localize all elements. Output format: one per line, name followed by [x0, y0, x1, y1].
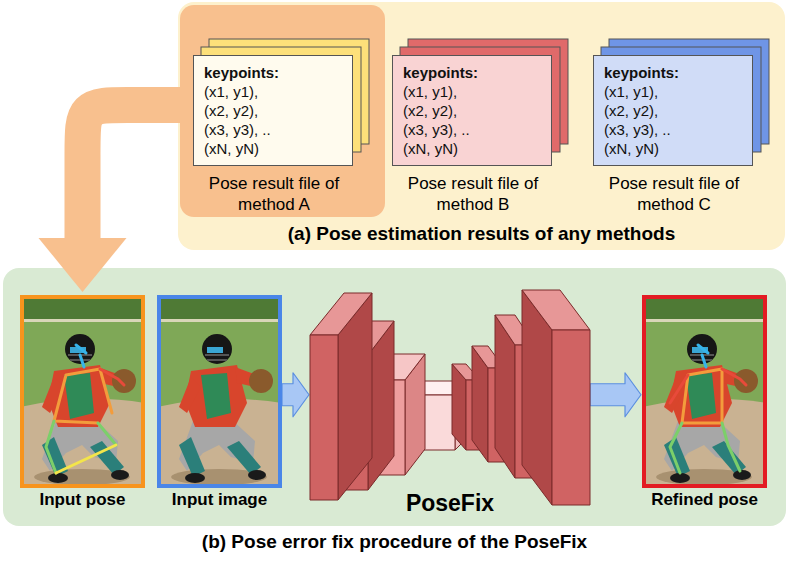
- keypoint-line: (x3, y3), ..: [403, 120, 541, 139]
- pose-skeleton: [670, 345, 746, 473]
- keypoint-line: (x3, y3), ..: [604, 120, 742, 139]
- block-arrow: [282, 373, 309, 417]
- input-image-photo: [157, 295, 282, 488]
- pose-skeleton: [46, 345, 124, 473]
- image-label: Input pose: [12, 490, 153, 510]
- keypoint-line: (x1, y1),: [604, 82, 742, 101]
- keypoints-heading: keypoints:: [204, 63, 342, 82]
- file-caption: Pose result file of method A: [179, 173, 369, 215]
- arrow-body: [83, 105, 194, 242]
- skeleton-leg: [670, 423, 740, 473]
- image-label: Refined pose: [634, 490, 775, 510]
- flow-arrow: [39, 105, 194, 292]
- block-arrow: [590, 373, 641, 417]
- keypoint-line: (x2, y2),: [403, 101, 541, 120]
- keypoint-line: (x2, y2),: [604, 101, 742, 120]
- image-frame: Input image: [157, 295, 282, 488]
- skeleton-leg: [56, 445, 116, 473]
- pose-file-card: keypoints:(x1, y1),(x2, y2),(x3, y3), ..…: [193, 55, 353, 166]
- keypoints-heading: keypoints:: [604, 63, 742, 82]
- skeleton-head: [76, 345, 86, 367]
- keypoint-line: (x1, y1),: [403, 82, 541, 101]
- refined-pose-photo: [642, 295, 767, 488]
- keypoint-line: (xN, yN): [403, 139, 541, 158]
- arrow-head: [39, 238, 127, 292]
- selection-highlight: [180, 5, 385, 217]
- keypoints-heading: keypoints:: [403, 63, 541, 82]
- keypoint-line: (x2, y2),: [204, 101, 342, 120]
- keypoint-line: (x3, y3), ..: [204, 120, 342, 139]
- image-frame: Input pose: [20, 295, 145, 488]
- layer-block: [310, 293, 372, 500]
- arrow-shape: [590, 373, 641, 417]
- panel-caption: (a) Pose estimation results of any metho…: [178, 223, 785, 245]
- pose-file-card: keypoints:(x1, y1),(x2, y2),(x3, y3), ..…: [593, 55, 753, 166]
- skeleton-arm: [100, 369, 124, 385]
- layer-block: [522, 290, 590, 505]
- network-label: PoseFix: [310, 490, 590, 516]
- skeleton-arm: [670, 369, 746, 403]
- panel-caption: (b) Pose error fix procedure of the Pose…: [3, 531, 786, 553]
- keypoint-line: (xN, yN): [204, 139, 342, 158]
- skeleton-leg: [46, 421, 116, 473]
- input-pose-photo: [20, 295, 145, 488]
- file-caption: Pose result file of method C: [579, 173, 769, 215]
- skeleton-torso: [54, 369, 112, 423]
- keypoint-line: (x1, y1),: [204, 82, 342, 101]
- arrow-shape: [282, 373, 309, 417]
- pose-file-card: keypoints:(x1, y1),(x2, y2),(x3, y3), ..…: [392, 55, 552, 166]
- keypoint-line: (xN, yN): [604, 139, 742, 158]
- skeleton-head: [698, 345, 708, 367]
- image-label: Input image: [149, 490, 290, 510]
- file-caption: Pose result file of method B: [378, 173, 568, 215]
- image-frame: Refined pose: [642, 295, 767, 488]
